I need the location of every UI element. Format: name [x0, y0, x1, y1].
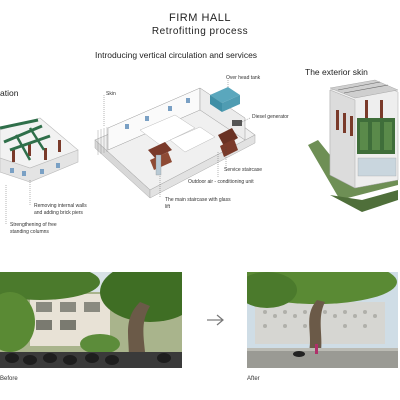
before-photo: [0, 272, 182, 368]
label-columns: Strengthening of free: [10, 222, 57, 228]
label-skin: Skin: [106, 91, 116, 97]
after-photo-image: [247, 272, 398, 368]
label-main-stair: The main staircase with glass: [165, 197, 231, 203]
center-section-heading: Introducing vertical circulation and ser…: [95, 50, 258, 60]
label-main-stair-line2: lift: [165, 204, 170, 210]
page-subtitle: Retrofitting process: [151, 26, 249, 37]
label-ac-unit: Outdoor air - conditioning unit: [188, 179, 254, 185]
label-columns-line2: standing columns: [10, 229, 49, 235]
label-walls-line2: and adding brick piers: [34, 210, 83, 216]
label-tank: Over head tank: [226, 75, 261, 81]
label-service-stair: Service staircase: [224, 167, 263, 173]
after-caption: After: [247, 376, 260, 382]
left-section-heading: ation: [0, 88, 19, 98]
label-diesel: Diesel generator: [252, 114, 289, 120]
page-title: FIRM HALL: [169, 12, 231, 24]
after-photo: [247, 272, 398, 368]
before-caption: Before: [0, 376, 18, 382]
label-walls: Removing internal walls: [34, 203, 87, 209]
right-section-heading: The exterior skin: [305, 67, 368, 77]
before-photo-image: [0, 272, 182, 368]
